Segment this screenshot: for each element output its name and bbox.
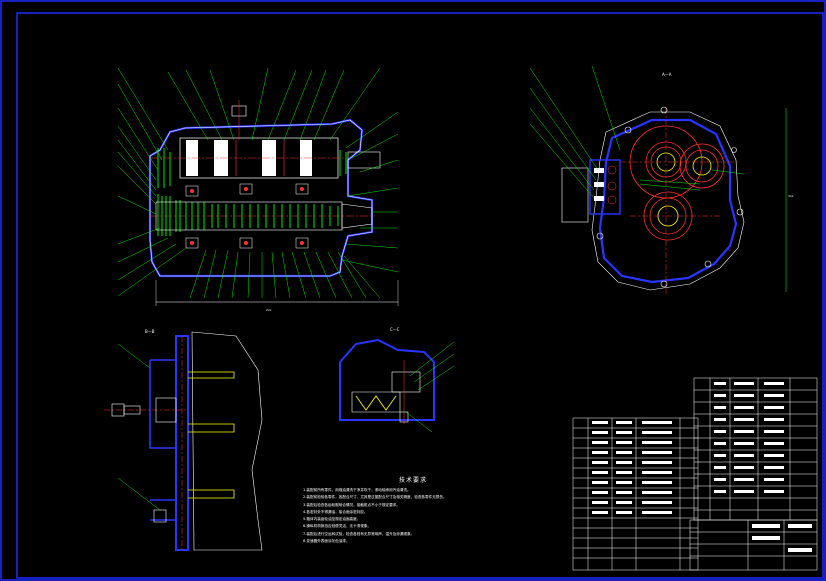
requirement-item: 1.装配前所有零件，用煤油清洗干净并吹干，滚动轴承用汽油清洗。 [303,488,411,492]
view-a-dim-label: 3xx [788,194,794,198]
view-b [104,331,263,552]
parts-list-table [572,377,818,571]
view-a [529,65,787,294]
main-section-view [117,67,399,306]
main-dim-label: 2xx [266,308,272,312]
view-c [339,338,455,433]
view-b-label: B—B [145,329,155,334]
requirement-item: 4.各密封处不得漏油，接合面涂密封胶。 [303,509,368,514]
inner-frame [16,12,824,579]
view-a-label: A—A [662,72,672,77]
technical-requirements-title: 技术要求 [398,477,427,484]
requirement-item: 2.装配前检验各零件，各配合尺寸，尤其是过盈配合尺寸及相关精度，检查各零件无损伤… [303,495,447,500]
requirement-item: 7.装配后进行空运转试验，检查各档有无异常响声、温升及渗漏现象。 [303,531,415,536]
view-c-label: C—C [390,327,400,332]
requirement-item: 8.变速器外表面涂灰色油漆。 [303,539,350,544]
requirement-item: 5.箱体内装齿轮油至规定油面高度。 [303,517,361,522]
requirement-item: 6.操纵机构换挡应轻便灵活，无卡滞现象。 [303,524,372,529]
technical-requirements-list: 1.装配前所有零件，用煤油清洗干净并吹干，滚动轴承用汽油清洗。 2.装配前检验各… [303,487,447,545]
table-text-marks [592,382,812,552]
requirement-item: 3.装配后检查各齿轮副啮合情况，接触斑点不小于规定要求。 [303,502,400,507]
